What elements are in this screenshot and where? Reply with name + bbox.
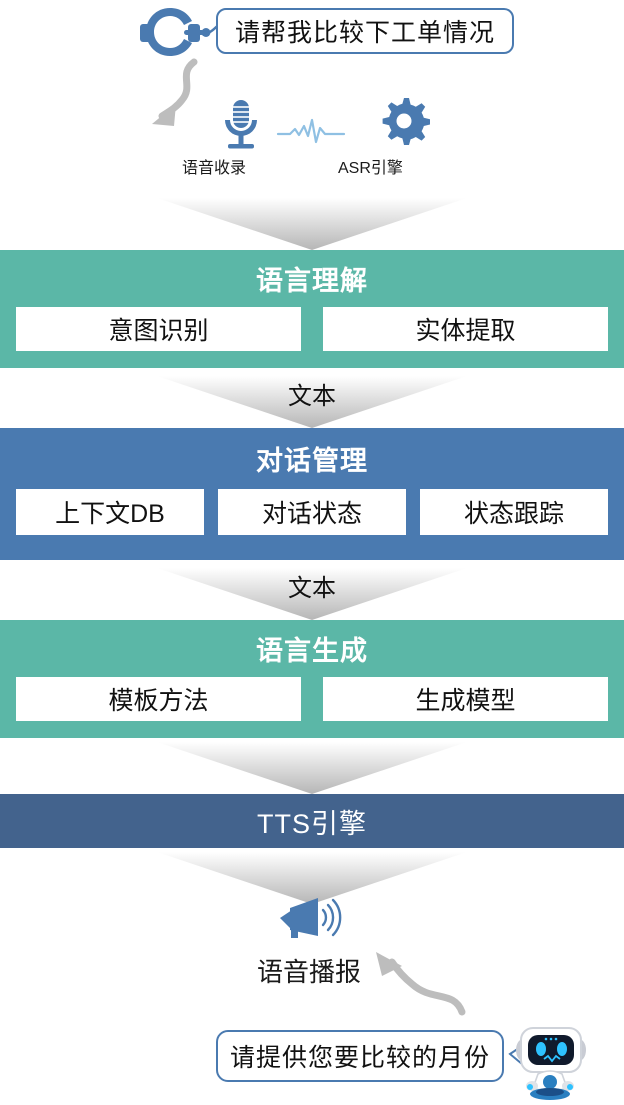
box-context-db[interactable]: 上下文DB [16, 489, 204, 535]
curved-arrow-icon [148, 58, 228, 136]
stage-tts-title: TTS引擎 [257, 808, 367, 839]
robot-mascot-icon [508, 1016, 592, 1100]
bot-speech-bubble: 请提供您要比较的月份 [216, 1030, 504, 1082]
user-bubble-text: 请帮我比较下工单情况 [234, 19, 495, 47]
box-template-method[interactable]: 模板方法 [16, 677, 301, 721]
stage-understanding-boxes: 意图识别 实体提取 [0, 307, 624, 351]
box-generation-model[interactable]: 生成模型 [323, 677, 608, 721]
box-entity-extraction[interactable]: 实体提取 [323, 307, 608, 351]
flow-arrow-2: 文本 [157, 374, 467, 430]
headset-icon [140, 4, 232, 60]
audio-waveform-icon [276, 116, 346, 148]
label-voice-broadcast: 语音播报 [257, 957, 362, 987]
bot-bubble-text: 请提供您要比较的月份 [229, 1044, 490, 1072]
stage-dialog-boxes: 上下文DB 对话状态 状态跟踪 [0, 489, 624, 535]
box-state-tracking[interactable]: 状态跟踪 [420, 489, 608, 535]
flow-arrow-3: 文本 [157, 566, 467, 622]
stage-dialog-title: 对话管理 [256, 446, 368, 476]
flow-arrow-4 [157, 740, 467, 796]
speaker-icon [278, 896, 342, 942]
box-dialog-state[interactable]: 对话状态 [218, 489, 406, 535]
stage-dialog-management: 对话管理 上下文DB 对话状态 状态跟踪 [0, 428, 624, 560]
flow-arrow-5 [157, 850, 467, 906]
stage-generation-boxes: 模板方法 生成模型 [0, 677, 624, 721]
flow-arrow-1 [157, 196, 467, 252]
box-intent-recognition[interactable]: 意图识别 [16, 307, 301, 351]
label-asr-engine: ASR引擎 [338, 160, 403, 177]
curved-arrow-up-icon [358, 950, 468, 1020]
user-speech-bubble: 请帮我比较下工单情况 [216, 8, 514, 54]
stage-generation: 语言生成 模板方法 生成模型 [0, 620, 624, 738]
stage-understanding-title: 语言理解 [256, 266, 368, 296]
stage-tts-engine: TTS引擎 [0, 794, 624, 848]
microphone-icon [218, 98, 264, 150]
stage-understanding: 语言理解 意图识别 实体提取 [0, 250, 624, 368]
gear-icon [378, 98, 431, 150]
label-voice-capture: 语音收录 [182, 160, 247, 177]
stage-generation-title: 语言生成 [256, 636, 368, 666]
